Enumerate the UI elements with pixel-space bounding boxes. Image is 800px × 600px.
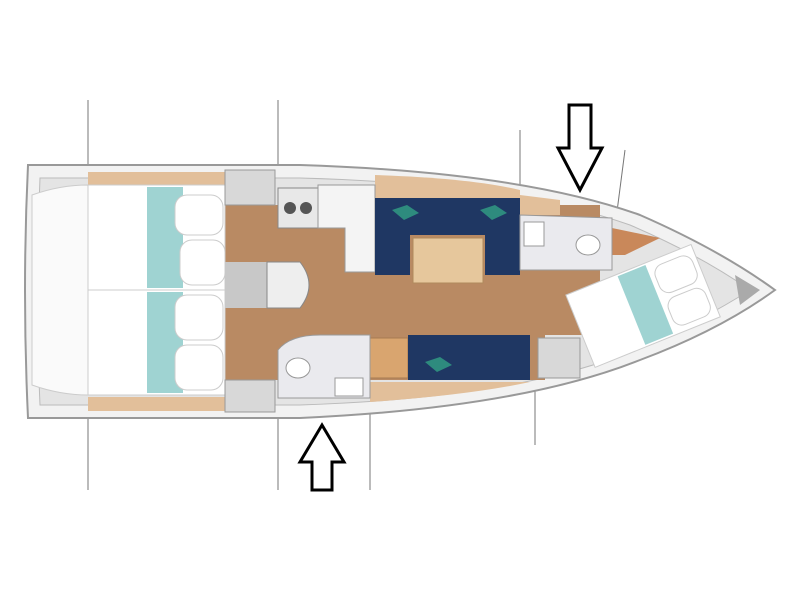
- forward-cabin: [565, 243, 721, 369]
- saloon-table: [412, 237, 484, 284]
- hanging-locker: [537, 337, 581, 379]
- galley-counter: [317, 184, 376, 273]
- saloon-shelf-bottom: [370, 382, 530, 402]
- saloon-settee-bottom: [408, 335, 530, 380]
- sink-icon: [334, 377, 364, 397]
- transom: [31, 184, 89, 396]
- aft-shelf-top: [88, 172, 225, 186]
- aft-shelf-bottom: [88, 397, 225, 411]
- saloon-settee-top: [375, 198, 520, 275]
- forward-locker: [612, 228, 660, 255]
- arrow-up-icon: [297, 422, 347, 492]
- chart-table: [369, 337, 409, 379]
- companionway-steps: [266, 261, 310, 309]
- hanging-locker: [224, 169, 276, 206]
- aft-cabin-port: [87, 184, 226, 291]
- cushion: [392, 205, 419, 220]
- cushion: [480, 205, 507, 220]
- sink-icon: [523, 221, 545, 247]
- arrow-down-icon: [555, 103, 605, 194]
- burner: [300, 202, 312, 214]
- forward-shelf: [520, 195, 560, 215]
- hanging-locker: [224, 379, 276, 413]
- anchor-locker: [735, 275, 760, 305]
- toilet-icon: [285, 357, 311, 379]
- saloon-shelf-top: [375, 175, 520, 200]
- burner: [284, 202, 296, 214]
- toilet-icon: [575, 234, 601, 256]
- aft-cabin-starboard: [87, 289, 226, 396]
- cushion: [425, 357, 452, 372]
- engine-box: [225, 262, 267, 308]
